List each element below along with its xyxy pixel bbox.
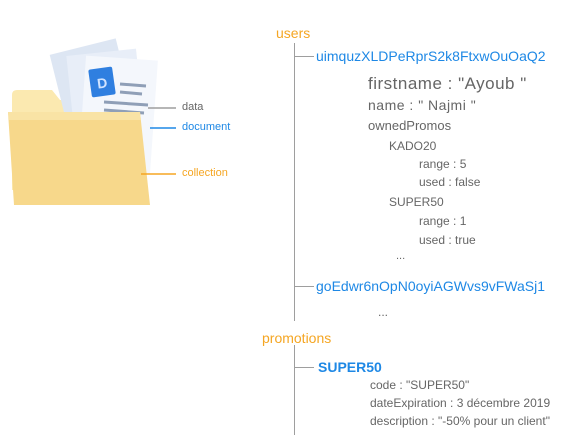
branch-promo-doc1 bbox=[294, 367, 314, 368]
document-badge-icon: D bbox=[88, 66, 116, 98]
promos-ellipsis: ... bbox=[396, 250, 406, 262]
field-firstname: firstname : "Ayoub " bbox=[368, 74, 527, 93]
legend-document: document bbox=[182, 121, 231, 133]
field-description: description : "-50% pour un client" bbox=[370, 414, 550, 428]
promo-kado20: KADO20 bbox=[389, 139, 437, 153]
document-user-1: uimquzXLDPeRprS2k8FtxwOuOaQ2 bbox=[316, 48, 546, 64]
promo-super50-used: used : true bbox=[419, 233, 476, 247]
legend-data: data bbox=[182, 101, 204, 113]
field-name: name : " Najmi " bbox=[368, 97, 477, 113]
collection-promotions: promotions bbox=[262, 330, 332, 346]
folder-illustration: D bbox=[8, 38, 176, 205]
collection-users: users bbox=[276, 25, 311, 41]
promo-kado20-range: range : 5 bbox=[419, 157, 467, 171]
field-dateExpiration: dateExpiration : 3 décembre 2019 bbox=[370, 396, 551, 410]
tree-line-users bbox=[294, 43, 295, 321]
folder-front-icon bbox=[8, 112, 150, 205]
promo-super50: SUPER50 bbox=[389, 195, 444, 209]
promo-super50-range: range : 1 bbox=[419, 214, 467, 228]
users-ellipsis: ... bbox=[378, 305, 389, 319]
document-user-2: goEdwr6nOpN0oyiAGWvs9vFWaSj1 bbox=[316, 278, 546, 294]
field-code: code : "SUPER50" bbox=[370, 378, 470, 392]
field-ownedPromos: ownedPromos bbox=[368, 118, 452, 133]
branch-doc2 bbox=[294, 286, 314, 287]
tree-line-promotions bbox=[294, 345, 295, 435]
legend-collection: collection bbox=[182, 167, 228, 179]
document-promo-super50: SUPER50 bbox=[318, 359, 382, 375]
promo-kado20-used: used : false bbox=[419, 175, 481, 189]
document-badge-letter: D bbox=[96, 74, 108, 91]
branch-doc1 bbox=[294, 56, 314, 57]
